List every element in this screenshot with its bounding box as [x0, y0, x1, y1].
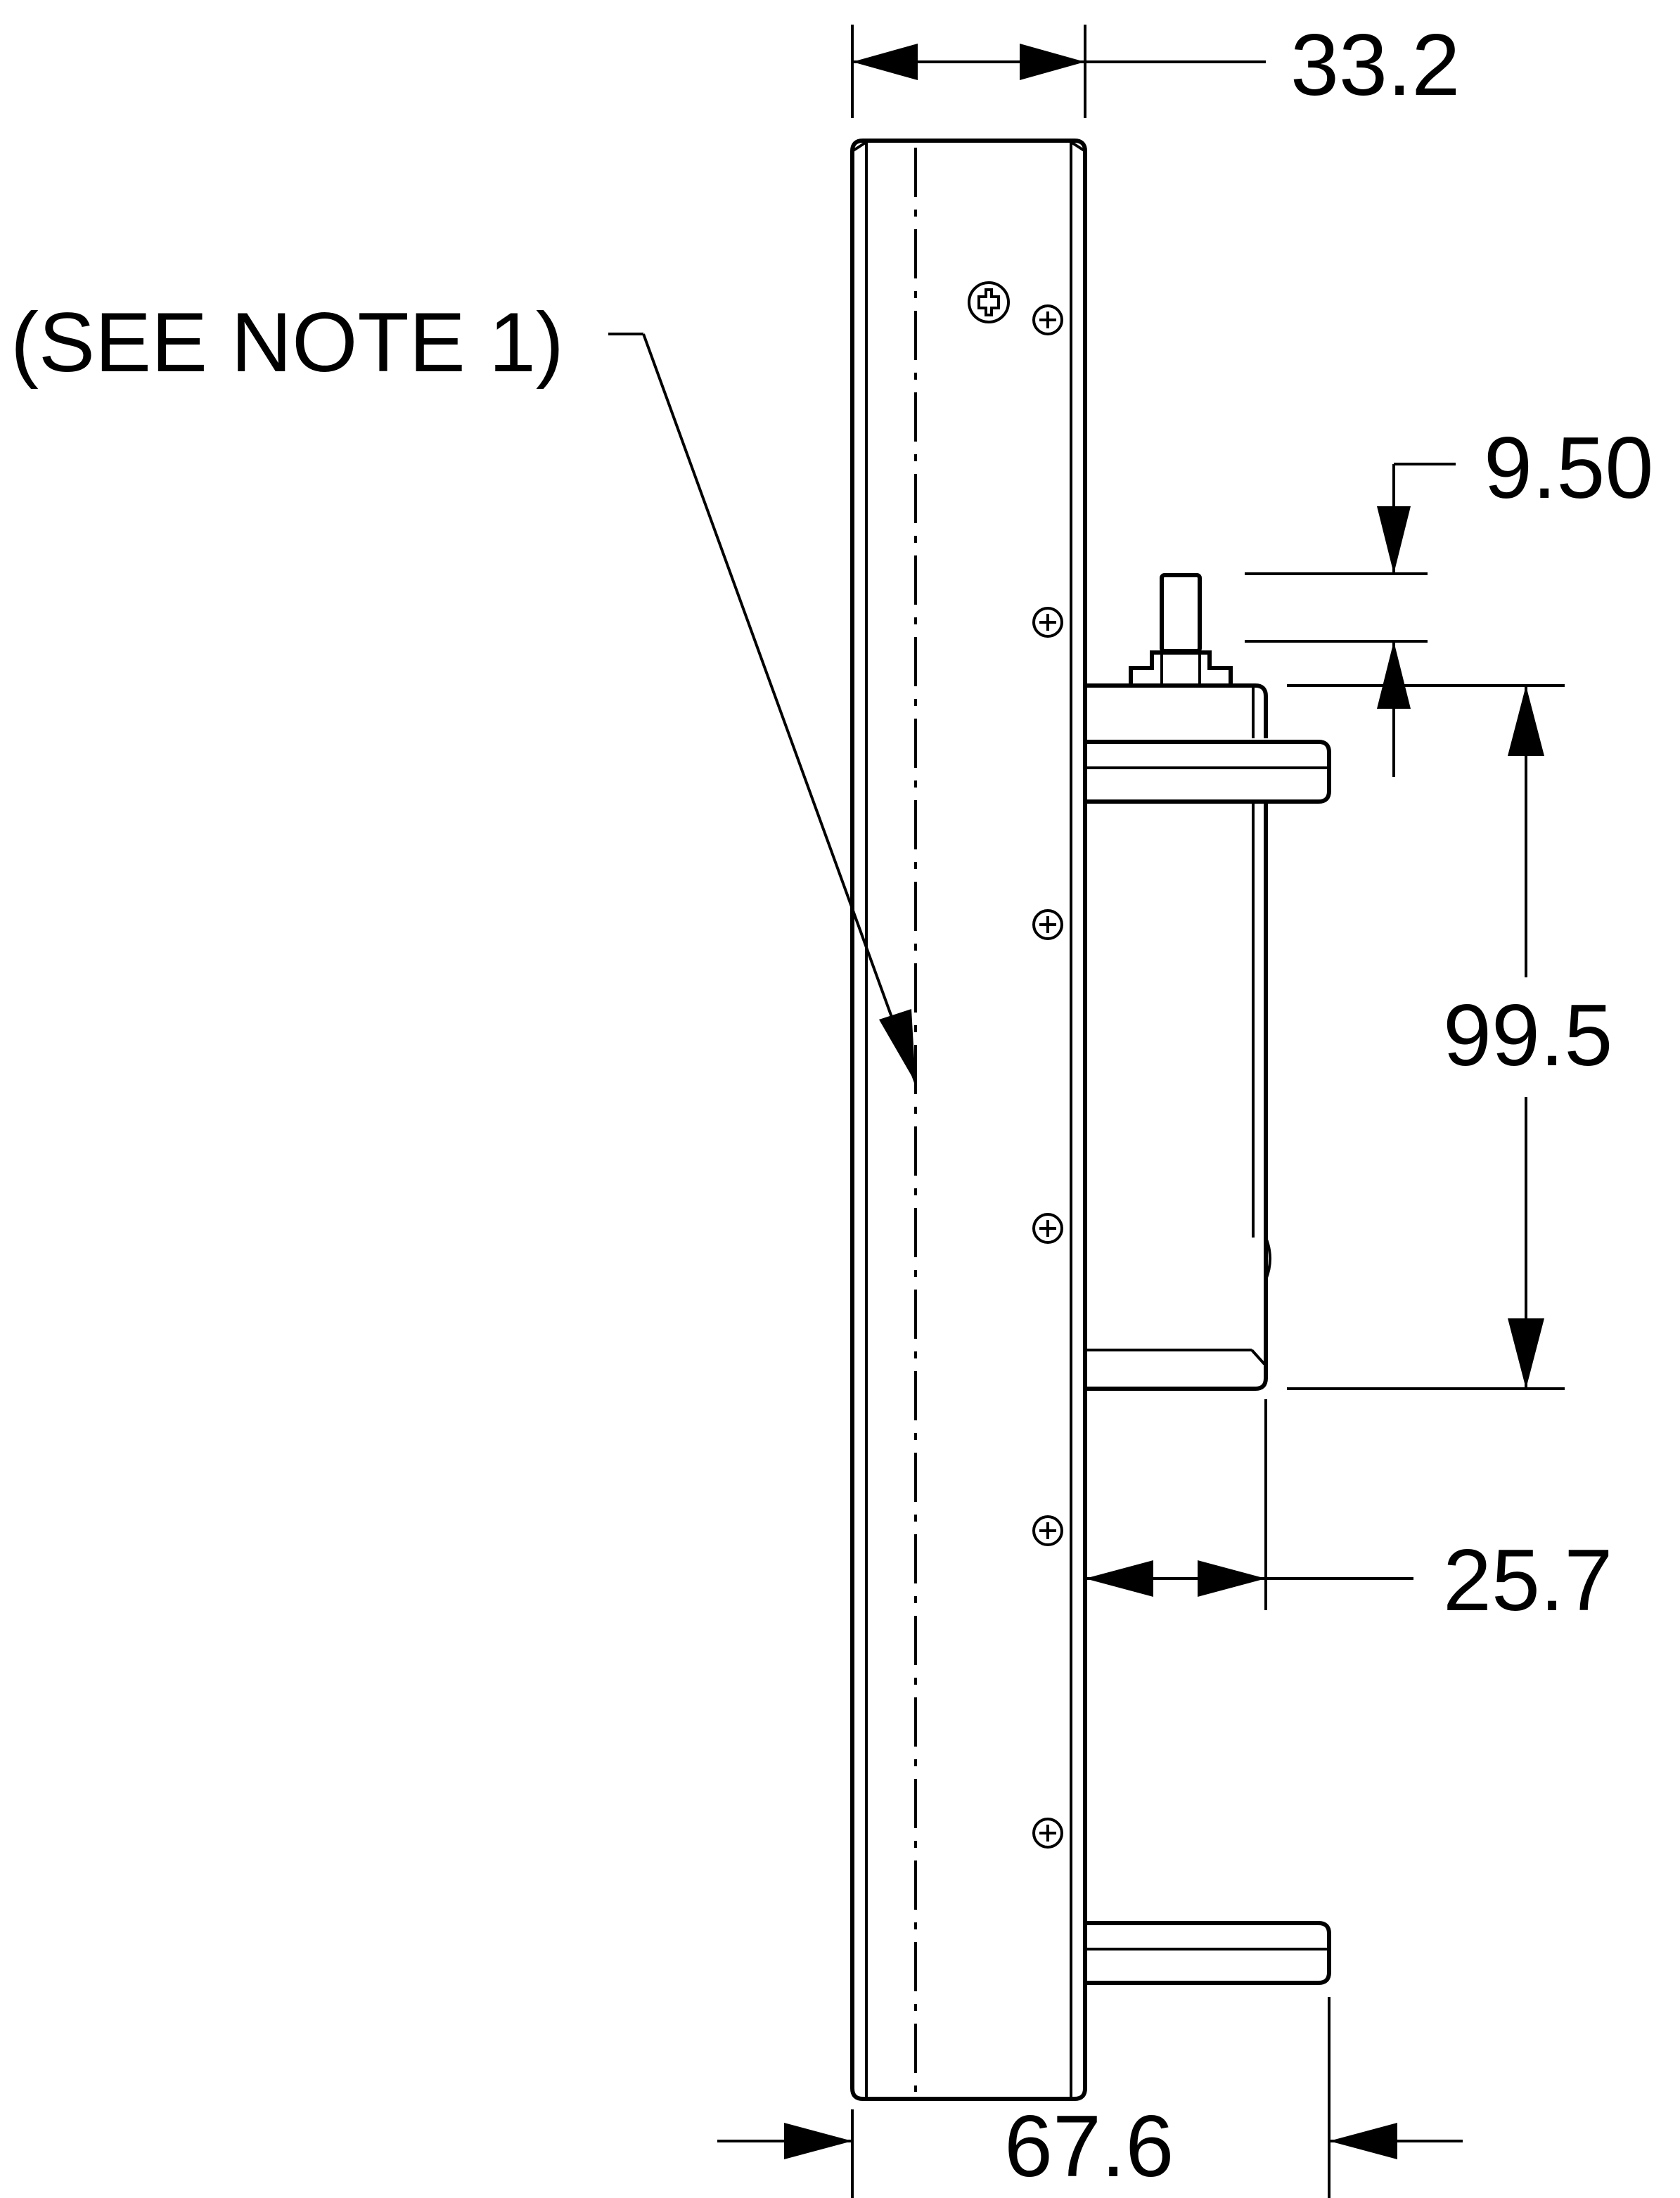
dim-label-shaft-height: 9.50: [1484, 420, 1653, 517]
dimension-overall-depth: 67.6: [717, 1997, 1463, 2198]
dim-label-width-top: 33.2: [1290, 17, 1460, 114]
note-label: (SEE NOTE 1): [11, 295, 564, 390]
screw-icon: [1032, 304, 1063, 335]
screw-large: [968, 281, 1010, 323]
note-callout: (SEE NOTE 1): [11, 295, 917, 1084]
dimension-bracket-height: 99.5: [1287, 684, 1612, 1390]
screw-icon: [1032, 1515, 1063, 1546]
screw-icon: [1032, 607, 1063, 638]
screw-icon: [1032, 1213, 1063, 1244]
lower-flange: [1085, 1921, 1331, 1985]
dimension-shaft-height: 9.50: [1245, 420, 1653, 777]
panel-body: [850, 139, 1087, 2101]
dimension-bracket-depth: 25.7: [1085, 1399, 1612, 1629]
dimension-width-top: 33.2: [851, 17, 1460, 118]
dim-label-bracket-height: 99.5: [1443, 987, 1612, 1084]
shaft: [1129, 573, 1233, 688]
screw-icon: [1032, 1818, 1063, 1849]
dim-label-overall-depth: 67.6: [1004, 2098, 1174, 2195]
screw-icon: [1032, 909, 1063, 940]
mounting-bracket: [1085, 683, 1331, 1391]
dim-label-bracket-depth: 25.7: [1443, 1532, 1612, 1629]
